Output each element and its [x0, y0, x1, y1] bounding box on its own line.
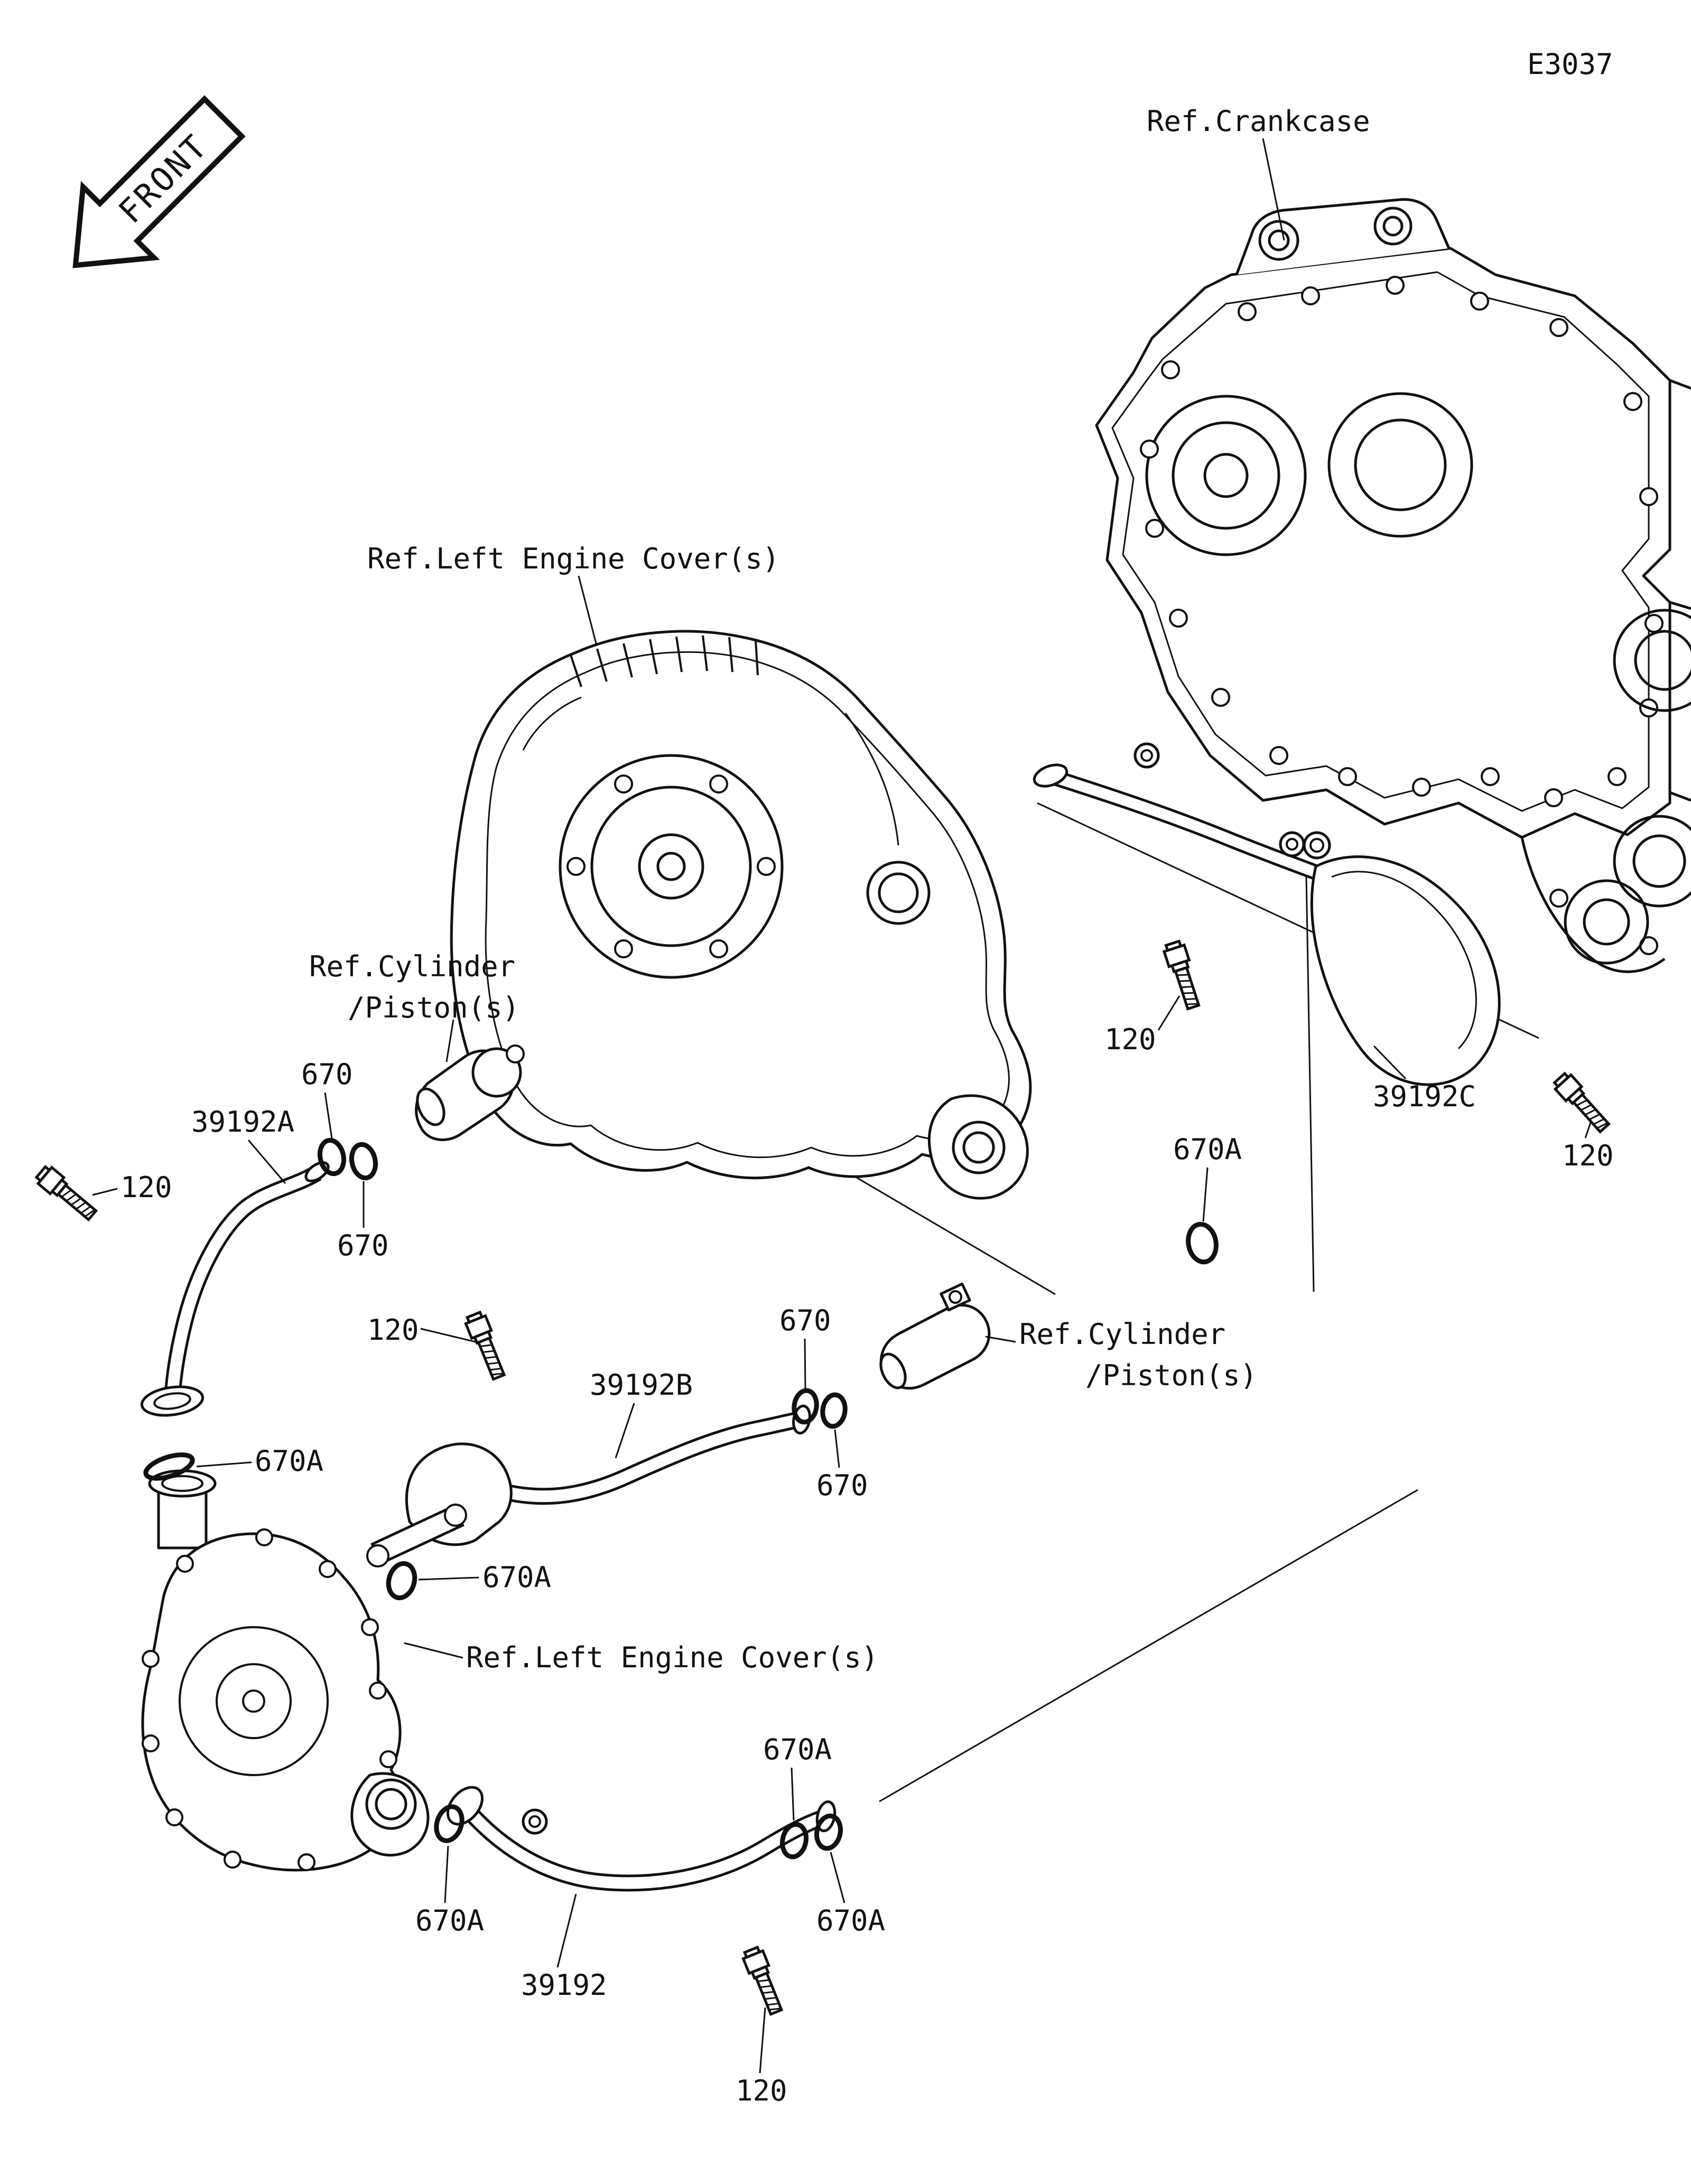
callout-670A-4: 670A	[763, 1733, 832, 1766]
callout-120-1: 120	[120, 1171, 172, 1204]
callout-120-4: 120	[367, 1313, 419, 1347]
ref-cylinder-left-line2: /Piston(s)	[348, 991, 520, 1024]
cylinder-elbow-right-drawing	[879, 1282, 991, 1390]
leader-lines	[92, 138, 1592, 2074]
callout-670A-2: 670A	[255, 1444, 324, 1478]
front-arrow: FRONT	[72, 95, 246, 268]
oring-670a-6	[434, 1804, 464, 1843]
oring-670-4	[820, 1392, 848, 1429]
bolt-120-3	[1551, 1071, 1612, 1135]
oring-670a-2	[143, 1452, 195, 1481]
water-pump-drawing	[141, 1469, 430, 1872]
cylinder-elbow-left-drawing	[415, 1044, 525, 1141]
callout-670-3: 670	[779, 1304, 831, 1337]
callout-670A-1: 670A	[1173, 1133, 1242, 1166]
callout-39192A: 39192A	[191, 1105, 295, 1138]
bolt-120-5	[741, 1946, 786, 2016]
ref-left-engine-cover-bottom: Ref.Left Engine Cover(s)	[466, 1641, 879, 1674]
oring-670a-1	[1186, 1221, 1219, 1265]
callout-39192C: 39192C	[1373, 1080, 1476, 1113]
crankcase-water-pipe	[1033, 742, 1324, 882]
pipe-39192a-drawing	[140, 1161, 330, 1417]
callout-670-1: 670	[301, 1058, 353, 1091]
ref-cylinder-right-line2: /Piston(s)	[1085, 1359, 1258, 1392]
oring-670a-5	[814, 1813, 843, 1851]
oring-670a-4	[780, 1822, 809, 1860]
callout-670-4: 670	[816, 1469, 868, 1502]
pipe-39192c-drawing	[1303, 831, 1501, 1086]
orings	[143, 1137, 1219, 1860]
oring-670-2	[349, 1142, 378, 1181]
pipe-39192-drawing	[446, 1786, 837, 1892]
oring-670a-3	[386, 1561, 417, 1600]
bolt-120-1	[34, 1164, 99, 1223]
ref-left-engine-cover-top: Ref.Left Engine Cover(s)	[367, 542, 780, 575]
callout-120-2: 120	[1104, 1023, 1156, 1056]
callout-670-2: 670	[337, 1229, 389, 1262]
callout-39192B: 39192B	[590, 1368, 693, 1402]
ref-cylinder-right-line1: Ref.Cylinder	[1019, 1318, 1226, 1351]
ref-crankcase: Ref.Crankcase	[1147, 105, 1370, 138]
callout-120-5: 120	[736, 2074, 787, 2107]
bolt-120-2	[1163, 940, 1203, 1010]
callout-670A-6: 670A	[816, 1904, 886, 1937]
callout-39192: 39192	[521, 1968, 607, 2002]
ref-cylinder-left-line1: Ref.Cylinder	[309, 950, 516, 983]
crankcase-drawing	[1095, 198, 1691, 973]
oring-670-1	[317, 1137, 347, 1177]
pipe-39192b-drawing	[366, 1404, 811, 1567]
oring-670-3	[792, 1388, 819, 1425]
page-code: E3037	[1527, 48, 1613, 81]
bolt-120-4	[464, 1311, 509, 1381]
callout-670A-3: 670A	[482, 1561, 552, 1594]
callout-670A-5: 670A	[415, 1904, 485, 1937]
left-engine-cover-drawing	[450, 630, 1032, 1200]
callout-120-3: 120	[1562, 1139, 1614, 1172]
